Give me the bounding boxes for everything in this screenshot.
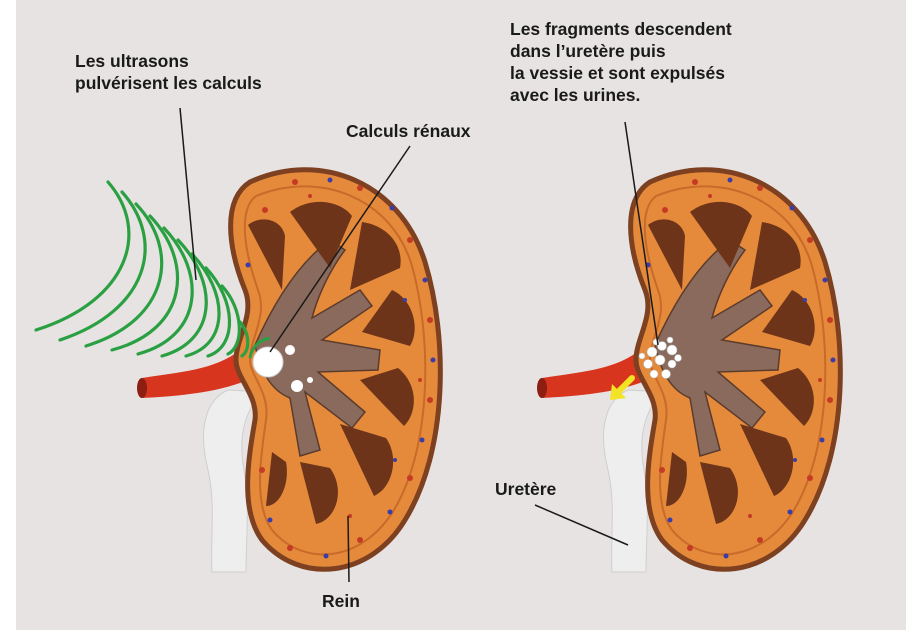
right-kidney [537, 170, 840, 572]
large-kidney-stone [253, 347, 283, 377]
fragments-label: Les fragments descendent dans l’uretère … [510, 18, 732, 106]
ultrasound-label: Les ultrasons pulvérisent les calculs [75, 50, 262, 94]
ureter-label: Uretère [495, 478, 556, 500]
left-kidney [137, 170, 440, 572]
kidney-label: Rein [322, 590, 360, 612]
ultrasound-waves-icon [36, 182, 248, 356]
kidney-stones-label: Calculs rénaux [346, 120, 471, 142]
